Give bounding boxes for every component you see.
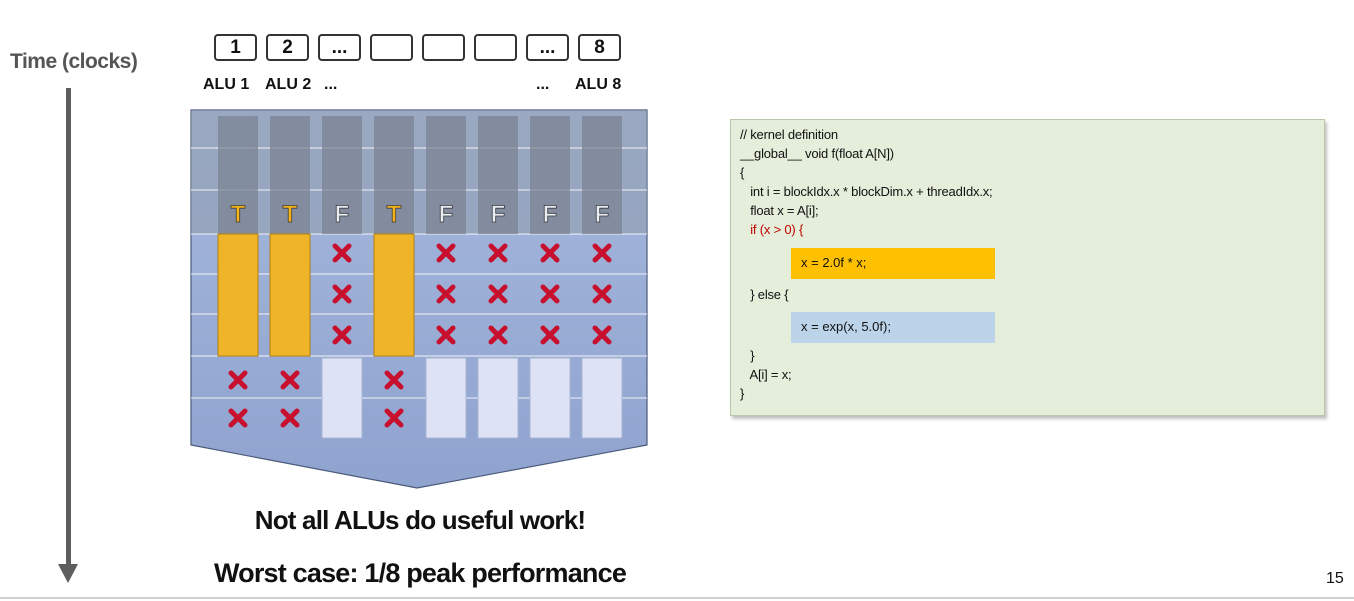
pre-branch-region <box>191 110 647 234</box>
condition-label-lane-3: F <box>335 201 350 228</box>
page-number: 15 <box>1326 570 1344 587</box>
x-mark <box>540 325 560 345</box>
alu-box-4 <box>370 34 413 61</box>
code-line-index: int i = blockIdx.x * blockDim.x + thread… <box>740 184 993 199</box>
then-branch-bars <box>217 233 415 357</box>
x-mark <box>592 243 612 263</box>
code-line-close-brace: } <box>740 386 745 401</box>
code-if-condition: if (x > 0) { <box>740 222 804 237</box>
then-branch-highlight: x = 2.0f * x; <box>791 248 995 279</box>
code-line-close-if: } <box>740 348 755 363</box>
code-line-store: A[i] = x; <box>740 367 792 382</box>
else-bar-lane-8 <box>581 357 623 439</box>
else-bar-lane-5 <box>425 357 467 439</box>
x-mark <box>332 284 352 304</box>
alu-caption-dots-right: ... <box>536 76 550 93</box>
x-mark <box>540 243 560 263</box>
condition-label-lane-8: F <box>595 201 610 228</box>
code-line-open-brace: { <box>740 165 745 180</box>
simd-execution-diagram: T T F T F F F F <box>190 109 648 489</box>
else-bar-lane-6 <box>477 357 519 439</box>
then-bar-lane-4 <box>373 233 415 357</box>
time-axis-label: Time (clocks) <box>10 50 138 73</box>
x-mark <box>436 243 456 263</box>
condition-label-lane-7: F <box>543 201 558 228</box>
x-mark <box>384 370 404 390</box>
x-mark <box>488 284 508 304</box>
alu-box-7: ... <box>526 34 569 61</box>
alu-caption-1: ALU 1 <box>203 76 250 93</box>
x-mark <box>228 370 248 390</box>
condition-label-lane-5: F <box>439 201 454 228</box>
x-mark <box>592 284 612 304</box>
condition-label-lane-2: T <box>283 201 298 228</box>
time-axis-arrowhead <box>58 564 78 583</box>
footer-divider <box>0 597 1354 599</box>
clock-row-lines <box>191 147 647 399</box>
caption-worst-case: Worst case: 1/8 peak performance <box>213 558 627 588</box>
alu-box-1: 1 <box>214 34 257 61</box>
caption-useful-work: Not all ALUs do useful work! <box>254 505 586 535</box>
alu-caption-8: ALU 8 <box>575 76 622 93</box>
code-line-comment: // kernel definition <box>740 127 838 142</box>
x-mark <box>436 325 456 345</box>
alu-caption-dots-left: ... <box>324 76 338 93</box>
time-axis-line <box>66 88 71 568</box>
x-mark <box>488 243 508 263</box>
alu-box-2: 2 <box>266 34 309 61</box>
x-mark <box>384 408 404 428</box>
x-mark <box>280 370 300 390</box>
code-line-else: } else { <box>740 287 789 302</box>
condition-label-lane-4: T <box>387 201 402 228</box>
x-mark <box>228 408 248 428</box>
else-branch-highlight: x = exp(x, 5.0f); <box>791 312 995 343</box>
alu-box-6 <box>474 34 517 61</box>
then-bar-lane-1 <box>217 233 259 357</box>
code-line-signature: __global__ void f(float A[N]) <box>740 146 894 161</box>
x-mark <box>280 408 300 428</box>
lane-columns <box>218 116 622 234</box>
else-bar-lane-3 <box>321 357 363 439</box>
alu-caption-2: ALU 2 <box>265 76 312 93</box>
x-mark <box>540 284 560 304</box>
then-branch-statement: x = 2.0f * x; <box>801 255 867 270</box>
code-line-if: if (x > 0) { <box>740 222 803 237</box>
then-bar-lane-2 <box>269 233 311 357</box>
alu-box-5 <box>422 34 465 61</box>
x-mark <box>592 325 612 345</box>
condition-label-lane-1: T <box>231 201 246 228</box>
alu-box-3: ... <box>318 34 361 61</box>
x-mark <box>332 325 352 345</box>
else-bar-lane-7 <box>529 357 571 439</box>
condition-label-lane-6: F <box>491 201 506 228</box>
code-line-load: float x = A[i]; <box>740 203 819 218</box>
x-mark <box>436 284 456 304</box>
masked-x-marks <box>228 243 612 428</box>
x-mark <box>332 243 352 263</box>
else-branch-bars <box>321 357 623 439</box>
x-mark <box>488 325 508 345</box>
else-branch-statement: x = exp(x, 5.0f); <box>801 319 891 334</box>
alu-box-8: 8 <box>578 34 621 61</box>
code-panel: // kernel definition __global__ void f(f… <box>730 119 1325 416</box>
